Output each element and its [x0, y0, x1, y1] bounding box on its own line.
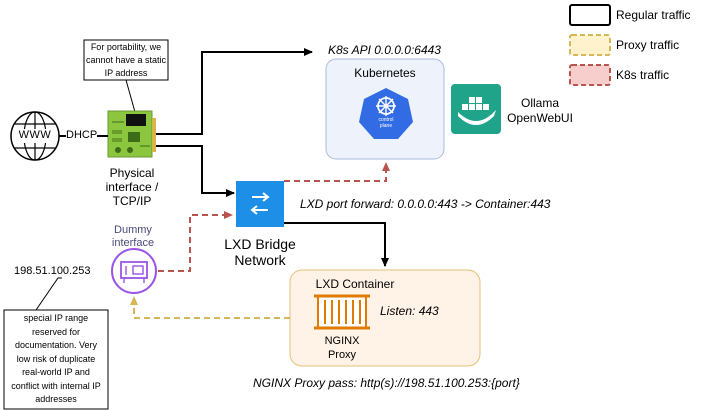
dummy-interface-label: Dummy interface: [111, 224, 155, 249]
special-ip-callout-text: special IP range reserved for documentat…: [11, 313, 101, 404]
ollama-icon: [451, 84, 501, 134]
dhcp-label: DHCP: [66, 129, 98, 141]
nginx-proxy-pass-label: NGINX Proxy pass: http(s)://198.51.100.2…: [253, 376, 520, 390]
lxd-container-title: LXD Container: [315, 277, 395, 291]
kubernetes-control-plane-icon: [359, 88, 413, 139]
physical-interface-icon: [107, 110, 156, 158]
control-plane-label: control plane: [378, 117, 394, 129]
kubernetes-title: Kubernetes: [354, 66, 416, 80]
special-ip-callout-pointer: [35, 277, 62, 311]
special-ip-callout: [3, 309, 109, 410]
lxd-bridge-label: LXD Bridge Network: [224, 236, 296, 268]
legend-label-proxy: Proxy traffic: [616, 38, 680, 52]
dummy-to-bridge-arrow: [158, 211, 233, 272]
legend-swatch-proxy: [569, 34, 611, 56]
bridge-to-kubernetes-arrow: [284, 162, 390, 182]
portability-callout-pointer: [125, 79, 136, 113]
physical-interface-label: Physical interface / TCP/IP: [105, 166, 159, 208]
lxd-port-forward-label: LXD port forward: 0.0.0.0:443 -> Contain…: [300, 197, 551, 211]
interface-to-bridge-arrow: [156, 145, 235, 197]
lxd-bridge-icon: [236, 181, 284, 227]
globe-icon: [10, 111, 60, 161]
portability-callout-text: For portability, we cannot have a static…: [85, 42, 167, 78]
legend-swatch-regular: [569, 4, 611, 26]
nginx-label: NGINX Proxy: [324, 335, 360, 361]
nginx-container-icon: [314, 294, 370, 330]
legend-label-k8s: K8s traffic: [616, 68, 670, 82]
listen-label: Listen: 443: [380, 304, 439, 318]
k8s-api-label: K8s API 0.0.0.0:6443: [328, 43, 441, 57]
interface-to-k8s-api-arrow: [156, 48, 313, 135]
nginx-to-dummy-arrow: [130, 296, 290, 319]
www-label: WWW: [18, 129, 52, 141]
dummy-interface-icon: [111, 248, 157, 294]
ollama-label: Ollama OpenWebUI: [507, 96, 573, 125]
bridge-to-container-arrow: [284, 222, 389, 267]
legend-swatch-k8s: [569, 64, 611, 86]
legend-label-regular: Regular traffic: [616, 8, 691, 22]
dummy-ip-label: 198.51.100.253: [14, 265, 91, 277]
